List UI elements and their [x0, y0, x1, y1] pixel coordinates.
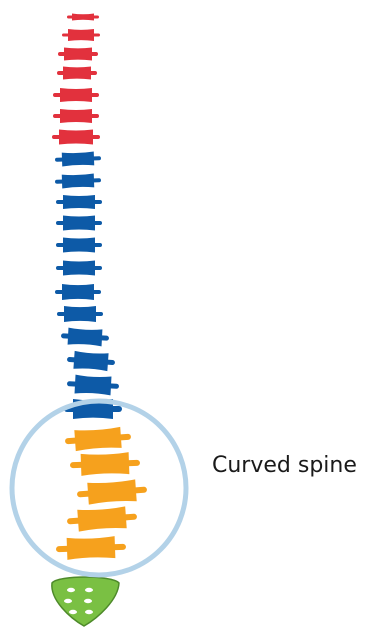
lumbar-vertebra-5 [56, 536, 127, 560]
lumbar-vertebra-4 [66, 506, 137, 533]
cervical-vertebra-4 [57, 67, 97, 80]
thoracic-vertebra-3 [56, 195, 102, 209]
cervical-vertebra-5 [53, 88, 99, 102]
thoracic-vertebra-9 [61, 327, 110, 346]
sacral-foramen [85, 588, 93, 592]
sacral-foramen [84, 599, 92, 603]
cervical-vertebra-3 [58, 48, 98, 61]
thoracic-vertebra-4 [56, 216, 102, 231]
thoracic-vertebra-7 [55, 284, 101, 300]
sacral-foramen [85, 610, 93, 614]
sacral-foramen [67, 588, 75, 592]
thoracic-vertebra-1 [55, 151, 101, 167]
cervical-vertebra-1 [67, 14, 99, 21]
lumbar-vertebra-1 [64, 426, 131, 452]
thoracic-vertebra-8 [57, 306, 103, 322]
cervical-vertebra-7 [52, 130, 100, 145]
vertebral-column [52, 14, 148, 561]
sacrum [52, 577, 119, 626]
thoracic-vertebra-2 [55, 173, 101, 189]
sacral-foramen [69, 610, 77, 614]
curved-spine-label: Curved spine [212, 453, 357, 478]
thoracic-vertebra-10 [66, 350, 115, 371]
cervical-vertebra-6 [53, 109, 99, 123]
cervical-vertebra-2 [62, 29, 100, 41]
sacral-foramen [64, 599, 72, 603]
lumbar-vertebra-2 [70, 452, 141, 476]
lumbar-vertebra-3 [76, 479, 147, 506]
thoracic-vertebra-6 [56, 261, 102, 276]
thoracic-vertebra-5 [56, 238, 102, 253]
thoracic-vertebra-11 [67, 374, 120, 396]
